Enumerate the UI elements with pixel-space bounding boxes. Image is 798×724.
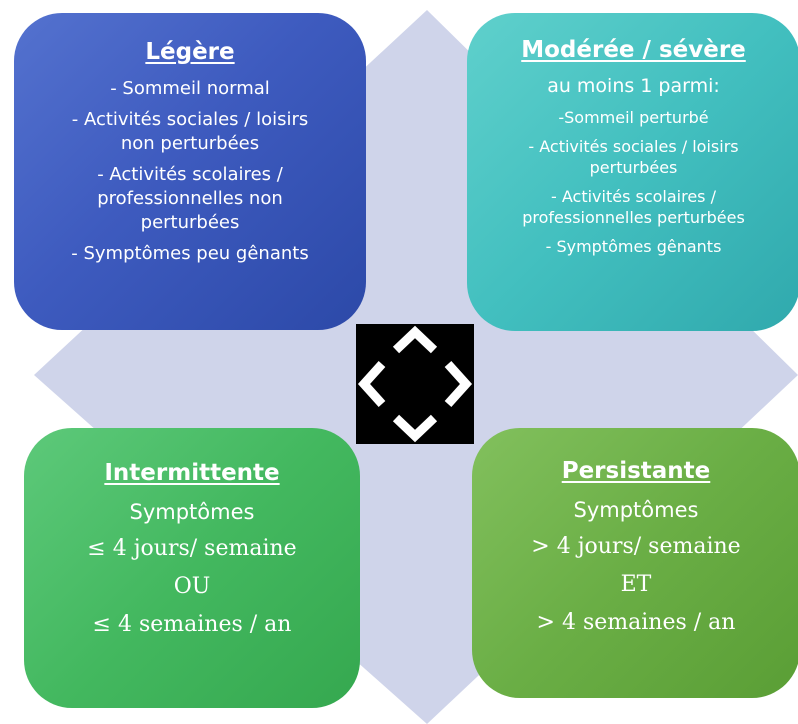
criterion-line: -Sommeil perturbé bbox=[558, 108, 709, 127]
criterion-line: perturbées bbox=[140, 212, 240, 233]
criterion-line: ≤ 4 semaines / an bbox=[92, 612, 292, 637]
expand-arrows-icon bbox=[356, 324, 474, 444]
criterion-line: > 4 jours/ semaine bbox=[531, 534, 741, 559]
quadrant-subtitle: au moins 1 parmi: bbox=[547, 75, 720, 97]
criterion-line: > 4 semaines / an bbox=[536, 610, 736, 635]
criterion-line: - Activités sociales / loisirs bbox=[528, 137, 739, 156]
quadrant-title: Intermittente bbox=[104, 460, 280, 486]
criterion-line: Symptômes bbox=[573, 498, 699, 522]
criterion-line: - Symptômes peu gênants bbox=[71, 243, 309, 264]
criterion-line: - Symptômes gênants bbox=[545, 237, 722, 256]
quadrant-legere: Légère - Sommeil normal - Activités soci… bbox=[14, 13, 366, 330]
criterion-line: non perturbées bbox=[120, 133, 260, 154]
quadrant-title: Légère bbox=[145, 39, 235, 65]
criterion-line: perturbées bbox=[589, 158, 678, 177]
criterion-line: - Activités scolaires / bbox=[551, 187, 716, 206]
criterion-line: - Sommeil normal bbox=[110, 78, 270, 99]
criterion-line: professionnelles perturbées bbox=[522, 208, 745, 227]
quadrant-persistante: Persistante Symptômes > 4 jours/ semaine… bbox=[472, 428, 798, 698]
quadrant-title: Modérée / sévère bbox=[521, 37, 746, 63]
quadrant-intermittente: Intermittente Symptômes ≤ 4 jours/ semai… bbox=[24, 428, 360, 708]
criterion-line: - Activités scolaires / bbox=[97, 164, 283, 185]
quadrant-title: Persistante bbox=[561, 458, 711, 484]
criterion-line: - Activités sociales / loisirs bbox=[71, 109, 309, 130]
quadrant-moderee-severe: Modérée / sévère au moins 1 parmi: -Somm… bbox=[467, 13, 798, 331]
criterion-line: professionnelles non bbox=[97, 188, 283, 209]
connector-word: ET bbox=[620, 572, 652, 597]
criterion-line: ≤ 4 jours/ semaine bbox=[87, 536, 297, 561]
connector-word: OU bbox=[173, 574, 211, 599]
criterion-line: Symptômes bbox=[129, 500, 255, 524]
